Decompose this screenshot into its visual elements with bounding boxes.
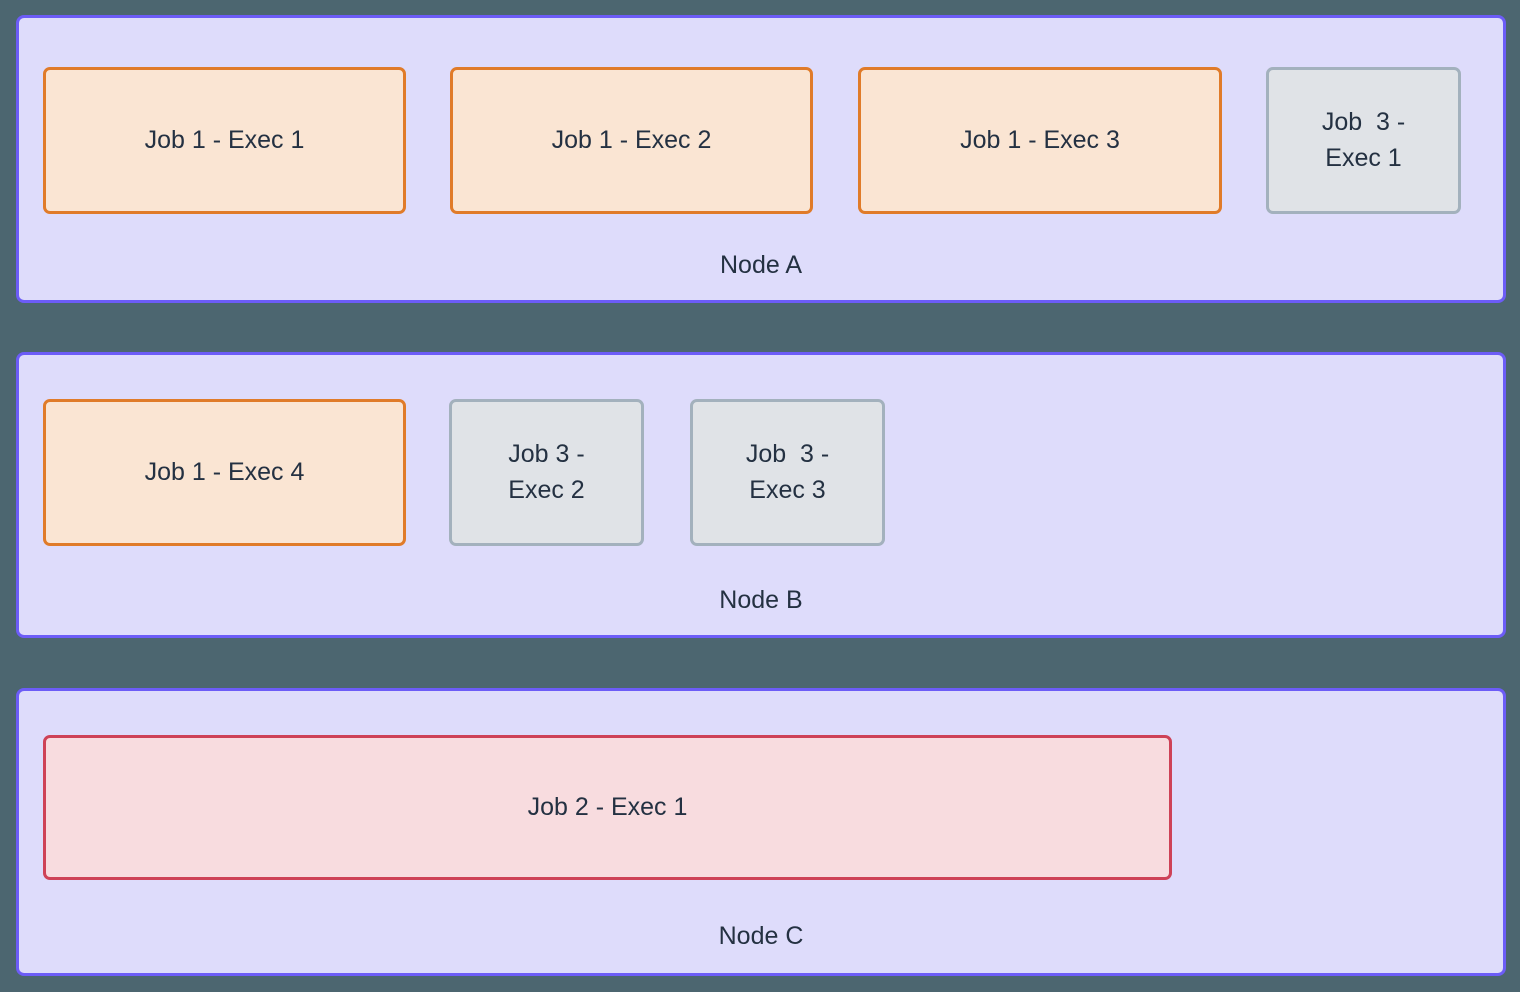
- task-label: Job 1 - Exec 1: [144, 125, 305, 154]
- task-box-job1-exec1[interactable]: Job 1 - Exec 1: [43, 67, 406, 214]
- task-box-job1-exec3[interactable]: Job 1 - Exec 3: [858, 67, 1222, 214]
- task-label: Job 1 - Exec 2: [551, 125, 712, 154]
- task-box-job3-exec3[interactable]: Job 3 - Exec 3: [690, 399, 885, 546]
- task-box-job3-exec1[interactable]: Job 3 - Exec 1: [1266, 67, 1461, 214]
- task-label: Job 1 - Exec 3: [960, 125, 1120, 154]
- task-label: Job 2 - Exec 1: [527, 792, 688, 821]
- task-box-job1-exec4[interactable]: Job 1 - Exec 4: [43, 399, 406, 546]
- task-box-job3-exec2[interactable]: Job 3 - Exec 2: [449, 399, 644, 546]
- node-container-b[interactable]: Job 1 - Exec 4 Job 3 - Exec 2 Job 3 - Ex…: [16, 352, 1506, 638]
- task-label: Job 3 - Exec 1: [1321, 108, 1406, 172]
- task-label: Job 3 - Exec 2: [508, 440, 585, 504]
- node-container-c[interactable]: Job 2 - Exec 1 Node C: [16, 688, 1506, 976]
- task-label: Job 1 - Exec 4: [144, 457, 305, 486]
- node-container-a[interactable]: Job 1 - Exec 1 Job 1 - Exec 2 Job 1 - Ex…: [16, 15, 1506, 303]
- node-caption-a: Node A: [719, 251, 802, 279]
- task-label: Job 3 - Exec 3: [745, 440, 830, 504]
- task-box-job2-exec1[interactable]: Job 2 - Exec 1: [43, 735, 1172, 880]
- task-box-job1-exec2[interactable]: Job 1 - Exec 2: [450, 67, 813, 214]
- node-caption-b: Node B: [719, 586, 803, 614]
- node-caption-c: Node C: [718, 922, 804, 950]
